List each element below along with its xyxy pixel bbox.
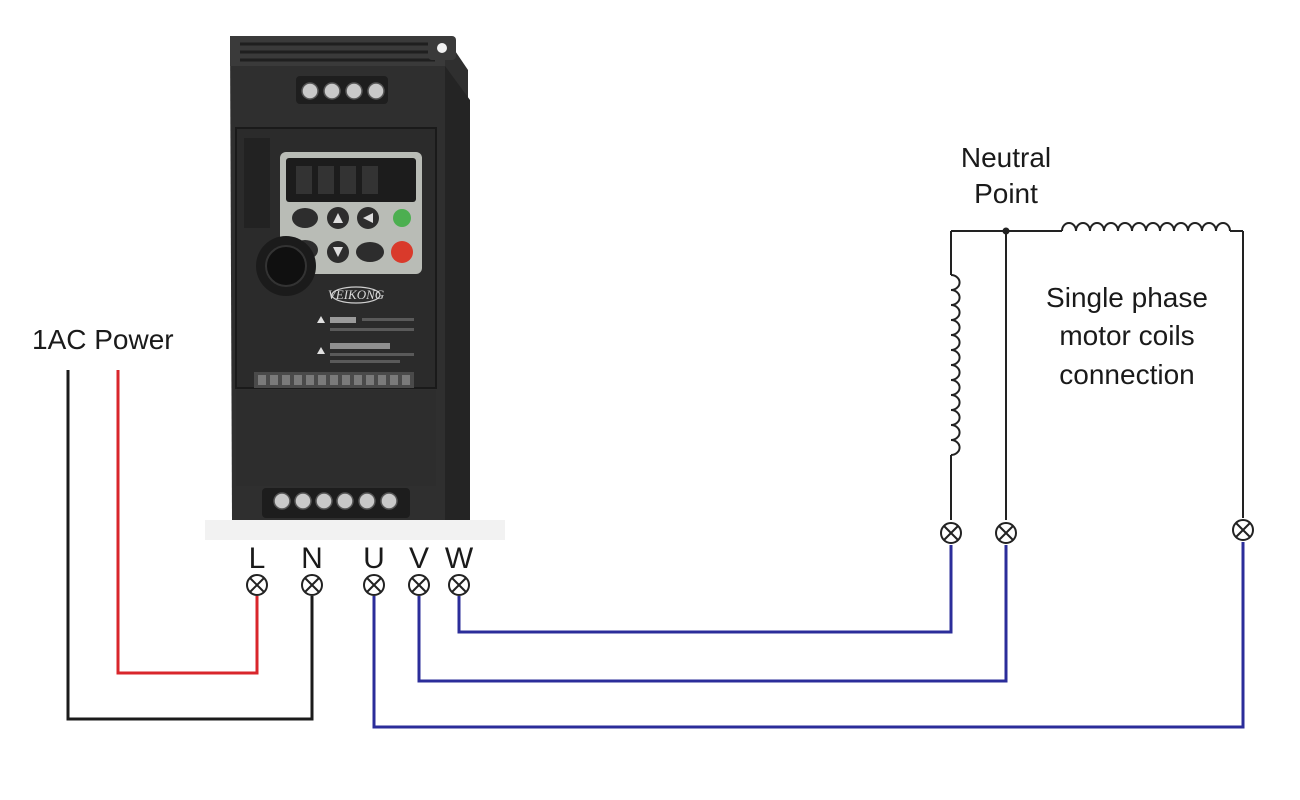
vfd-power-screws — [273, 492, 398, 510]
vfd-top-terminals — [296, 76, 388, 104]
vfd-warning-labels — [317, 316, 414, 363]
coils-label-line3: connection — [1059, 359, 1194, 390]
terminal-label-n: N — [301, 542, 323, 575]
coil-vertical — [950, 274, 961, 456]
coil-horizontal — [1061, 222, 1231, 232]
neutral-label-line1: Neutral — [961, 142, 1051, 173]
vfd-brand: VEIKONG — [328, 287, 385, 302]
vfd-key-stop — [391, 241, 413, 263]
warning-icon-2 — [317, 347, 325, 354]
vfd-display-digits — [296, 166, 378, 194]
motor-terminal-v — [995, 522, 1017, 544]
left-arrow-icon — [363, 213, 373, 223]
neutral-point-dot — [1002, 227, 1010, 235]
w-phase-wire — [457, 545, 953, 634]
vfd-brand-ellipse — [331, 286, 381, 304]
terminal-label-w: W — [445, 542, 474, 575]
down-arrow-icon — [333, 247, 343, 257]
vfd-knob — [265, 245, 307, 287]
vfd-control-terminal-pins — [258, 375, 410, 385]
v-phase-wire — [417, 545, 1008, 683]
vfd-vent-slots — [240, 42, 435, 62]
terminal-l — [246, 574, 268, 596]
vfd-top-screws — [301, 82, 385, 100]
warning-icon — [317, 316, 325, 323]
vfd-device: VEIKONG — [205, 36, 505, 540]
motor-terminal-u — [1232, 519, 1254, 541]
vfd-shadow — [205, 520, 505, 540]
terminal-label-v: V — [409, 542, 429, 575]
vfd-key-run — [393, 209, 411, 227]
terminal-w — [448, 574, 470, 596]
power-label: 1AC Power — [32, 324, 174, 355]
u-phase-wire — [372, 542, 1245, 729]
coils-label-line2: motor coils — [1059, 320, 1194, 351]
terminal-label-l: L — [249, 542, 266, 575]
terminal-label-u: U — [363, 542, 385, 575]
terminal-u — [363, 574, 385, 596]
vfd-side — [445, 66, 470, 520]
terminal-connectors — [246, 519, 1254, 596]
vfd-hinge — [244, 138, 270, 228]
vfd-key-enter — [356, 242, 384, 262]
vfd-key-1 — [292, 208, 318, 228]
coils-label-line1: Single phase — [1046, 282, 1208, 313]
motor-terminal-w — [940, 522, 962, 544]
vfd-mount-hole — [437, 43, 447, 53]
vfd-lower-cover — [236, 390, 436, 486]
up-arrow-icon — [333, 213, 343, 223]
neutral-wire — [66, 370, 314, 721]
neutral-label-line2: Point — [974, 178, 1038, 209]
line-wire — [116, 370, 259, 675]
terminal-n — [301, 574, 323, 596]
terminal-v — [408, 574, 430, 596]
